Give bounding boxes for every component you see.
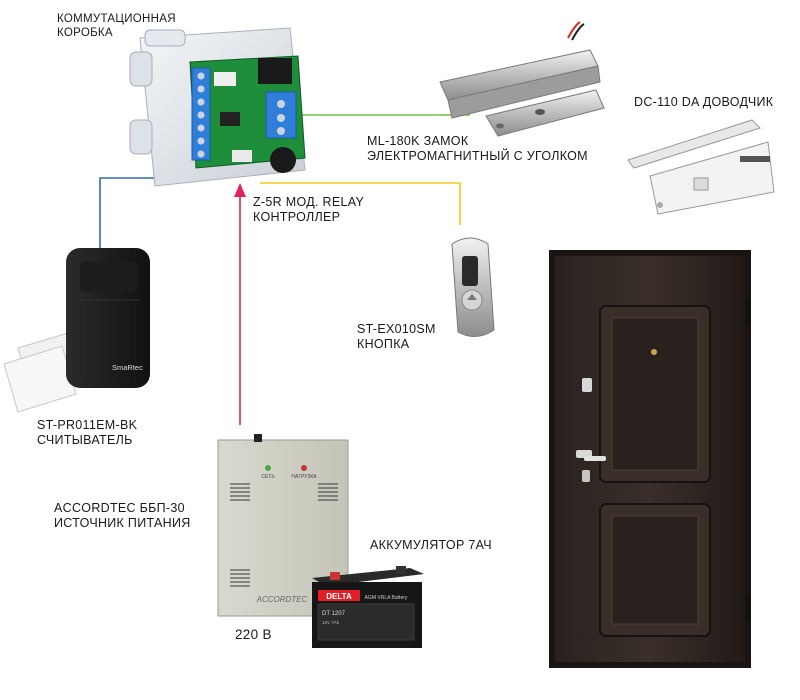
reader-label-line-1: ST-PR011EM-BK: [37, 418, 138, 432]
lock-label: ML-180K ЗАМОК ЭЛЕКТРОМАГНИТНЫЙ С УГОЛКОМ: [367, 134, 588, 164]
psu-led-1-text: СЕТЬ: [261, 474, 275, 480]
battery-brand-text: DELTA: [326, 592, 352, 601]
controller-label-line-2: КОНТРОЛЛЕР: [253, 210, 341, 224]
reader-illustration: [3, 248, 150, 413]
lock-label-line-1: ML-180K ЗАМОК: [367, 134, 469, 148]
button-label-line-1: ST-EX010SM: [357, 322, 436, 336]
controller-label: Z-5R МОД. RELAY КОНТРОЛЛЕР: [253, 195, 364, 225]
psu-label-line-1: ACCORDTEC ББП-30: [54, 501, 185, 515]
mains-label-line: 220 В: [235, 627, 272, 642]
psu-label-line-2: ИСТОЧНИК ПИТАНИЯ: [54, 516, 191, 530]
wire-arrow-head: [234, 183, 246, 197]
magnetic-lock-illustration: [439, 21, 605, 137]
reader-brand-text: SmaRtec: [112, 363, 143, 372]
lock-label-line-2: ЭЛЕКТРОМАГНИТНЫЙ С УГОЛКОМ: [367, 149, 588, 163]
reader-label-line-2: СЧИТЫВАТЕЛЬ: [37, 433, 133, 447]
battery-label: АККУМУЛЯТОР 7АЧ: [370, 538, 492, 553]
closer-label-line: DC-110 DA ДОВОДЧИК: [634, 95, 774, 109]
battery-model-text: DT 1207: [322, 611, 346, 617]
reader-label: ST-PR011EM-BK СЧИТЫВАТЕЛЬ: [37, 418, 137, 448]
psu-brand-text: ACCORDTEC: [256, 595, 308, 604]
wire-reader-blue: [99, 177, 200, 258]
button-label-line-2: КНОПКА: [357, 337, 410, 351]
controller-label-line-1: Z-5R МОД. RELAY: [253, 195, 365, 209]
exit-button-illustration: [451, 237, 495, 337]
junction-box-label: КОММУТАЦИОННАЯ КОРОБКА: [57, 12, 176, 40]
battery-label-line: АККУМУЛЯТОР 7АЧ: [370, 538, 492, 552]
psu-label: ACCORDTEC ББП-30 ИСТОЧНИК ПИТАНИЯ: [54, 501, 191, 531]
door-illustration: [549, 250, 751, 668]
door-closer-illustration: [627, 119, 775, 215]
mains-label: 220 В: [235, 627, 272, 642]
junction-box-illustration: [129, 27, 306, 187]
battery-sub-text: 12V 7Ah: [322, 620, 340, 625]
psu-led-2-text: НАГРУЗКА: [291, 474, 317, 480]
wire-button-yellow: [260, 182, 461, 225]
junction-box-label-line-1: КОММУТАЦИОННАЯ: [57, 13, 176, 25]
closer-label: DC-110 DA ДОВОДЧИК: [634, 95, 773, 110]
battery-type-text: AGM VRLA Battery: [365, 595, 408, 601]
battery-illustration: [312, 566, 424, 648]
junction-box-label-line-2: КОРОБКА: [57, 27, 113, 39]
button-label: ST-EX010SM КНОПКА: [357, 322, 436, 352]
